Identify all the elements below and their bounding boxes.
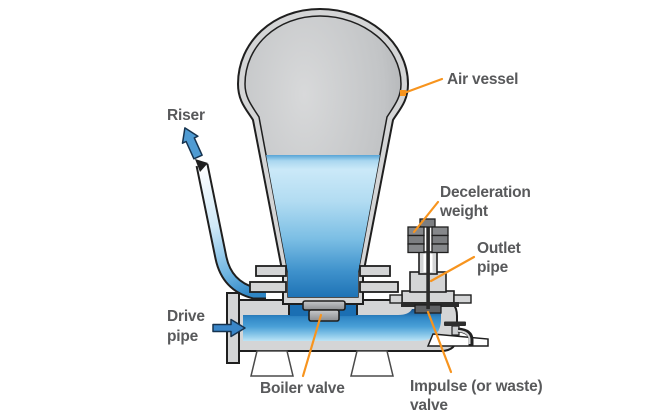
riser-pipe-cut <box>195 159 208 172</box>
label-air-vessel: Air vessel <box>447 71 518 88</box>
valve-stem <box>426 222 430 309</box>
label-drive-pipe-line1: Drive <box>167 308 205 325</box>
support-right <box>350 350 394 377</box>
vessel-flange-left-upper <box>255 265 287 277</box>
drive-pipe-water <box>243 309 441 341</box>
riser-pipe <box>195 159 266 300</box>
leader-outlet-pipe <box>429 255 476 283</box>
label-boiler-valve: Boiler valve <box>260 380 345 397</box>
drive-flow-arrow-icon <box>212 318 246 338</box>
valve-wing-left <box>389 294 403 304</box>
leader-lines <box>301 77 476 378</box>
valve-wing-right <box>453 294 472 304</box>
air-vessel-shape <box>236 7 410 316</box>
label-outlet-pipe-line2: pipe <box>477 259 509 276</box>
vessel-flange-right-lower <box>359 281 399 293</box>
label-drive-pipe-line2: pipe <box>167 328 199 345</box>
support-left <box>250 350 294 377</box>
label-outlet-pipe-line1: Outlet <box>477 240 521 257</box>
vessel-flange-right-upper <box>359 265 391 277</box>
riser-flow-arrow-icon <box>181 127 203 160</box>
label-deceleration-weight-line1: Deceleration <box>440 184 531 201</box>
leader-impulse-valve <box>426 310 453 374</box>
vessel-flange-left-lower <box>249 281 287 293</box>
leader-air-vessel <box>402 77 444 95</box>
boiler-valve-shape <box>302 300 346 322</box>
label-deceleration-weight-line2: weight <box>439 203 488 220</box>
label-riser: Riser <box>167 107 205 124</box>
label-impulse-valve-line2: valve <box>410 397 448 414</box>
leader-boiler-valve <box>301 313 323 378</box>
tap-icon <box>444 321 474 346</box>
leader-deceleration-weight <box>412 200 440 234</box>
label-impulse-valve-line1: Impulse (or waste) <box>410 378 543 395</box>
